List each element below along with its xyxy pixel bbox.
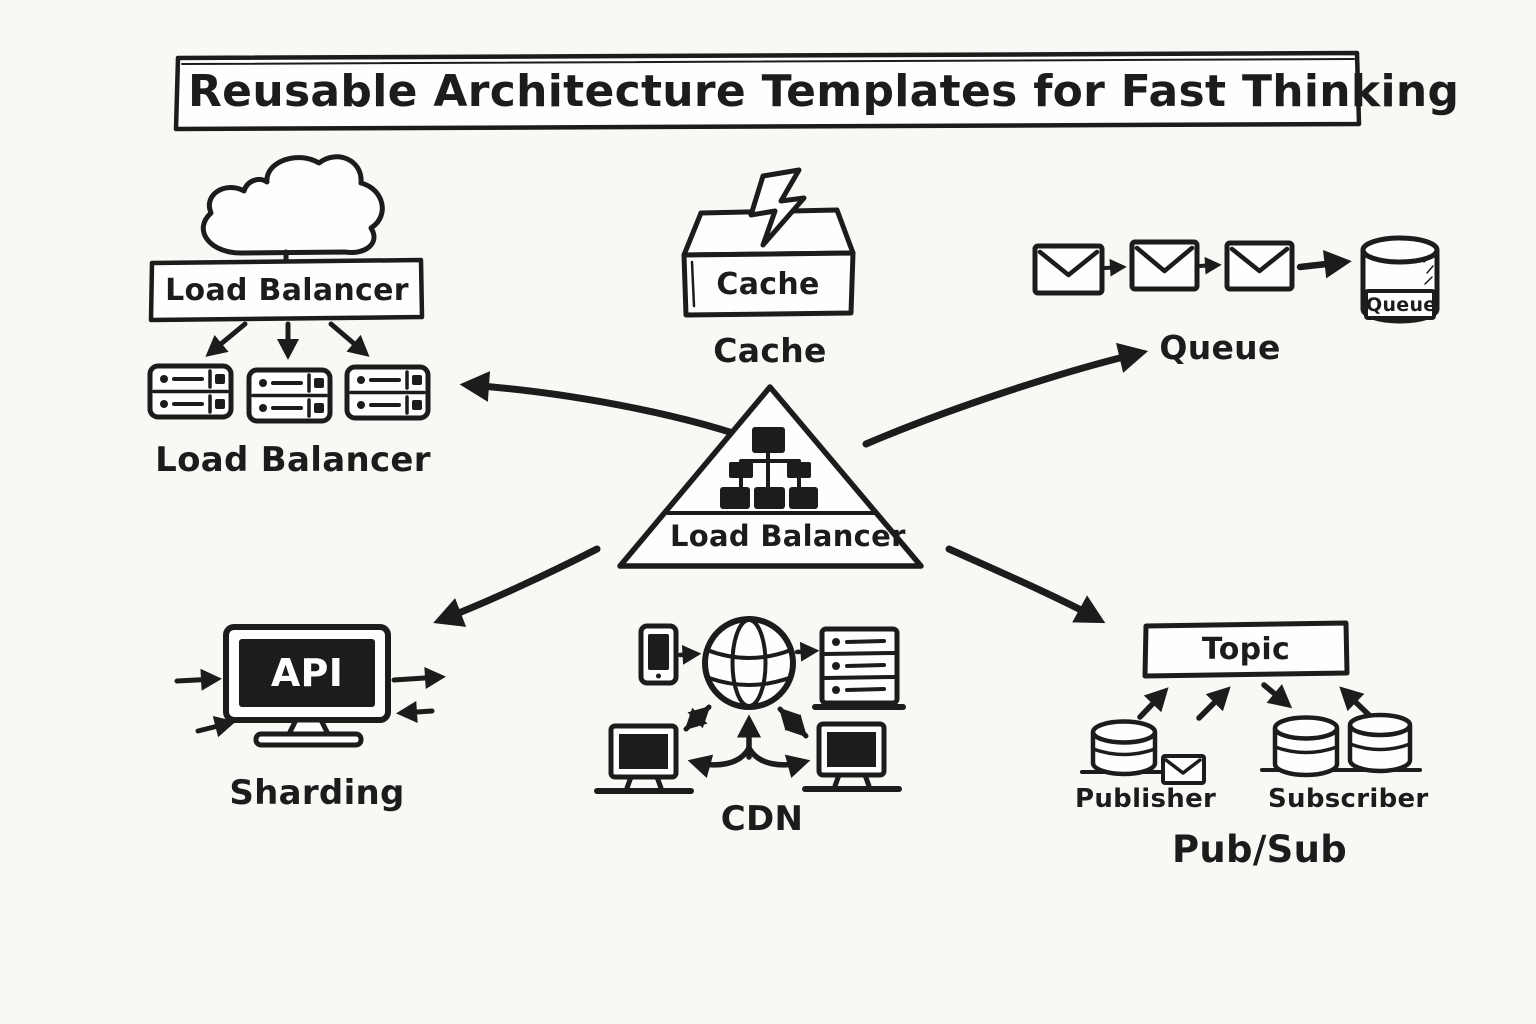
smartphone-icon bbox=[638, 623, 679, 686]
database-icon bbox=[1272, 715, 1340, 778]
pyramid-label: Load Balancer bbox=[670, 519, 906, 553]
cdn-caption: CDN bbox=[720, 799, 804, 839]
queue-cylinder-label: Queue bbox=[1366, 294, 1437, 316]
io-arrows-icon bbox=[174, 666, 446, 738]
right-arrow-icon bbox=[1197, 256, 1222, 275]
load-balancer-box bbox=[148, 257, 425, 323]
fanout-arrows-icon bbox=[205, 321, 370, 360]
queue-caption: Queue bbox=[1159, 328, 1281, 367]
subscriber-label: Subscriber bbox=[1268, 784, 1429, 814]
topic-box-label: Topic bbox=[1201, 632, 1291, 667]
cloud-icon bbox=[200, 154, 385, 266]
org-chart-icon bbox=[720, 427, 818, 509]
pubsub-caption: Pub/Sub bbox=[1172, 828, 1348, 871]
topic-box bbox=[1142, 620, 1350, 679]
right-arrow-icon bbox=[677, 644, 702, 665]
database-icon bbox=[1347, 712, 1413, 774]
double-arrow-icon bbox=[683, 704, 809, 739]
fork-arrow-icon bbox=[687, 714, 811, 779]
database-icon bbox=[1090, 719, 1158, 777]
title-box bbox=[173, 50, 1362, 132]
envelope-icon bbox=[1129, 239, 1200, 292]
sharding-caption: Sharding bbox=[229, 773, 405, 813]
envelope-icon bbox=[1224, 240, 1295, 292]
pubsub-arrows-icon bbox=[1137, 682, 1372, 721]
server-icon bbox=[147, 363, 234, 420]
pyramid-icon bbox=[617, 384, 924, 569]
lightning-icon bbox=[748, 167, 807, 248]
cache-box-label: Cache bbox=[716, 267, 820, 302]
globe-icon bbox=[702, 616, 796, 710]
monitor-icon bbox=[223, 624, 391, 748]
monitor-icon bbox=[802, 721, 902, 792]
page-title: Reusable Architecture Templates for Fast… bbox=[188, 66, 1460, 117]
monitor-icon bbox=[594, 723, 694, 794]
queue-cylinder-icon bbox=[1360, 235, 1440, 324]
load-balancer-caption: Load Balancer bbox=[155, 440, 431, 480]
envelope-icon bbox=[1032, 243, 1105, 296]
right-arrow-icon bbox=[1103, 258, 1127, 277]
right-arrow-icon bbox=[794, 641, 820, 662]
publisher-label: Publisher bbox=[1075, 784, 1217, 814]
server-icon bbox=[344, 364, 431, 421]
cache-caption: Cache bbox=[713, 331, 827, 370]
server-rack-icon bbox=[812, 626, 906, 710]
load-balancer-box-label: Load Balancer bbox=[165, 273, 409, 308]
api-screen-label: API bbox=[270, 651, 344, 695]
server-icon bbox=[246, 367, 333, 424]
right-arrow-icon bbox=[1296, 249, 1352, 279]
envelope-icon bbox=[1161, 754, 1206, 785]
